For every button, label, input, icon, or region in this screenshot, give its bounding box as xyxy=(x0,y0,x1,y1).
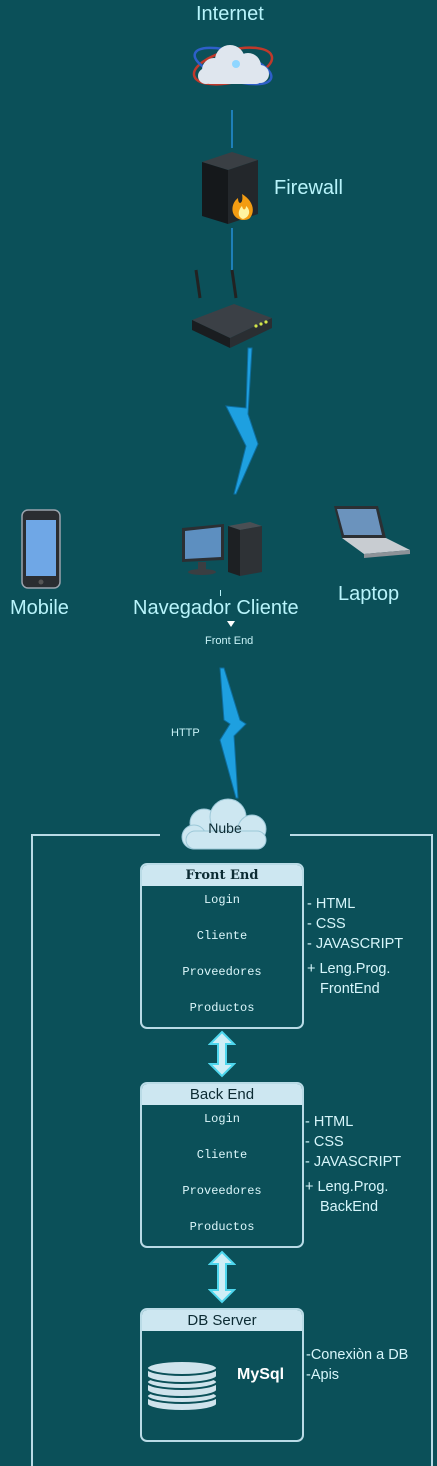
browser-tick xyxy=(220,590,221,596)
backend-item-proveedores: Proveedores xyxy=(182,1184,262,1198)
mobile-label: Mobile xyxy=(10,597,69,619)
laptop-label: Laptop xyxy=(338,583,400,605)
db-note-apis: -Apis xyxy=(306,1367,340,1383)
frontend-note-lang: + Leng.Prog. xyxy=(307,961,391,977)
frontend-panel-title: Front End xyxy=(142,865,302,886)
db-notes: -Conexiòn a DB -Apis xyxy=(306,1345,408,1385)
db-server-title: DB Server xyxy=(142,1310,302,1331)
backend-notes: - HTML - CSS - JAVASCRIPT + Leng.Prog. B… xyxy=(305,1112,401,1217)
internet-label: Internet xyxy=(196,3,264,25)
bidirectional-arrow-icon-2 xyxy=(208,1250,236,1304)
frontend-notes: - HTML - CSS - JAVASCRIPT + Leng.Prog. F… xyxy=(307,894,403,999)
cloud-label: Nube xyxy=(208,820,242,836)
frontend-item-productos: Productos xyxy=(189,1001,255,1015)
backend-note-html: - HTML xyxy=(305,1114,354,1130)
backend-item-productos: Productos xyxy=(189,1220,255,1234)
cloud-icon xyxy=(160,798,290,850)
connector-firewall-router xyxy=(231,228,233,270)
backend-panel-title: Back End xyxy=(142,1084,302,1105)
db-note-connection: -Conexiòn a DB xyxy=(306,1347,409,1363)
frontend-item-proveedores: Proveedores xyxy=(182,965,262,979)
browser-client-label: Navegador Cliente xyxy=(133,597,299,619)
frontend-panel: Front End Login Cliente Proveedores Prod… xyxy=(140,863,304,1029)
front-end-tag: Front End xyxy=(205,635,254,647)
backend-item-cliente: Cliente xyxy=(196,1148,248,1162)
laptop-icon xyxy=(334,506,410,558)
frontend-note-html: - HTML xyxy=(307,896,356,912)
bidirectional-arrow-icon xyxy=(208,1030,236,1078)
backend-note-lang: + Leng.Prog. xyxy=(305,1179,389,1195)
frontend-note-lang-name: FrontEnd xyxy=(320,981,380,997)
mobile-phone-icon xyxy=(21,509,61,589)
desktop-computer-icon xyxy=(182,522,262,576)
backend-panel: Back End Login Cliente Proveedores Produ… xyxy=(140,1082,304,1248)
down-arrow-icon xyxy=(227,621,235,627)
backend-item-login: Login xyxy=(203,1112,240,1126)
backend-note-css: - CSS xyxy=(305,1134,344,1150)
internet-cloud-icon xyxy=(192,45,274,86)
firewall-icon xyxy=(202,152,258,224)
frontend-note-js: - JAVASCRIPT xyxy=(307,936,404,952)
frontend-note-css: - CSS xyxy=(307,916,346,932)
router-icon xyxy=(192,269,272,348)
firewall-label: Firewall xyxy=(274,177,343,199)
database-icon xyxy=(146,1360,218,1412)
frontend-item-login: Login xyxy=(203,893,240,907)
http-link-icon xyxy=(219,667,247,799)
backend-note-js: - JAVASCRIPT xyxy=(305,1154,402,1170)
frontend-item-cliente: Cliente xyxy=(196,929,248,943)
mysql-label: MySql xyxy=(237,1366,285,1383)
http-label: HTTP xyxy=(171,727,200,739)
connector-internet-firewall xyxy=(231,110,233,148)
wireless-link-icon xyxy=(225,347,259,495)
backend-note-lang-name: BackEnd xyxy=(320,1199,379,1215)
